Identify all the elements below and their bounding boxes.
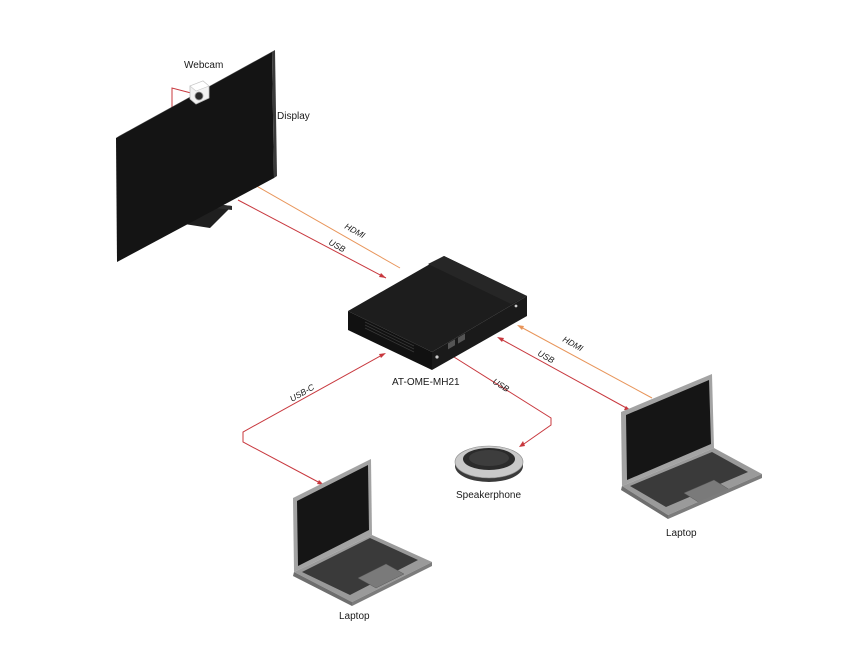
webcam-label: Webcam <box>184 60 223 71</box>
bottom-usbc-arrow-a <box>379 353 386 358</box>
laptop-bottom-label: Laptop <box>339 611 370 622</box>
display-device <box>116 50 277 262</box>
webcam-device <box>189 80 210 105</box>
right-hdmi-arrow <box>517 325 524 330</box>
speaker-usb-arrow-b <box>519 441 525 447</box>
laptop-bottom-device <box>293 459 432 606</box>
switcher-led-icon <box>435 355 439 359</box>
laptop-right-label: Laptop <box>666 528 697 539</box>
webcam-lens-icon <box>194 91 204 101</box>
speaker-usb-cable <box>445 351 552 447</box>
switcher-label: AT-OME-MH21 <box>392 377 460 388</box>
display-usb-cable <box>237 199 387 279</box>
switcher-vent-grille <box>364 321 415 353</box>
switcher-led-icon <box>514 304 518 308</box>
webcam-usb-cable <box>171 87 192 112</box>
bottom-usbc-cable <box>242 353 385 485</box>
right-usb-label: USB <box>536 348 556 365</box>
switcher-device <box>348 256 527 370</box>
speakerphone-label: Speakerphone <box>456 490 521 501</box>
switcher-port-icon <box>458 333 465 344</box>
display-hdmi-cable <box>252 183 401 269</box>
right-hdmi-cable <box>518 325 653 399</box>
speakerphone-device <box>454 445 524 482</box>
switcher-port-icon <box>448 339 455 350</box>
display-label: Display <box>277 111 310 122</box>
display-usb-arrow <box>379 273 386 278</box>
laptop-right-device <box>621 374 762 519</box>
right-usb-cable <box>498 337 631 411</box>
bottom-usbc-label: USB-C <box>288 381 317 403</box>
right-usb-arrow-a <box>497 337 504 342</box>
